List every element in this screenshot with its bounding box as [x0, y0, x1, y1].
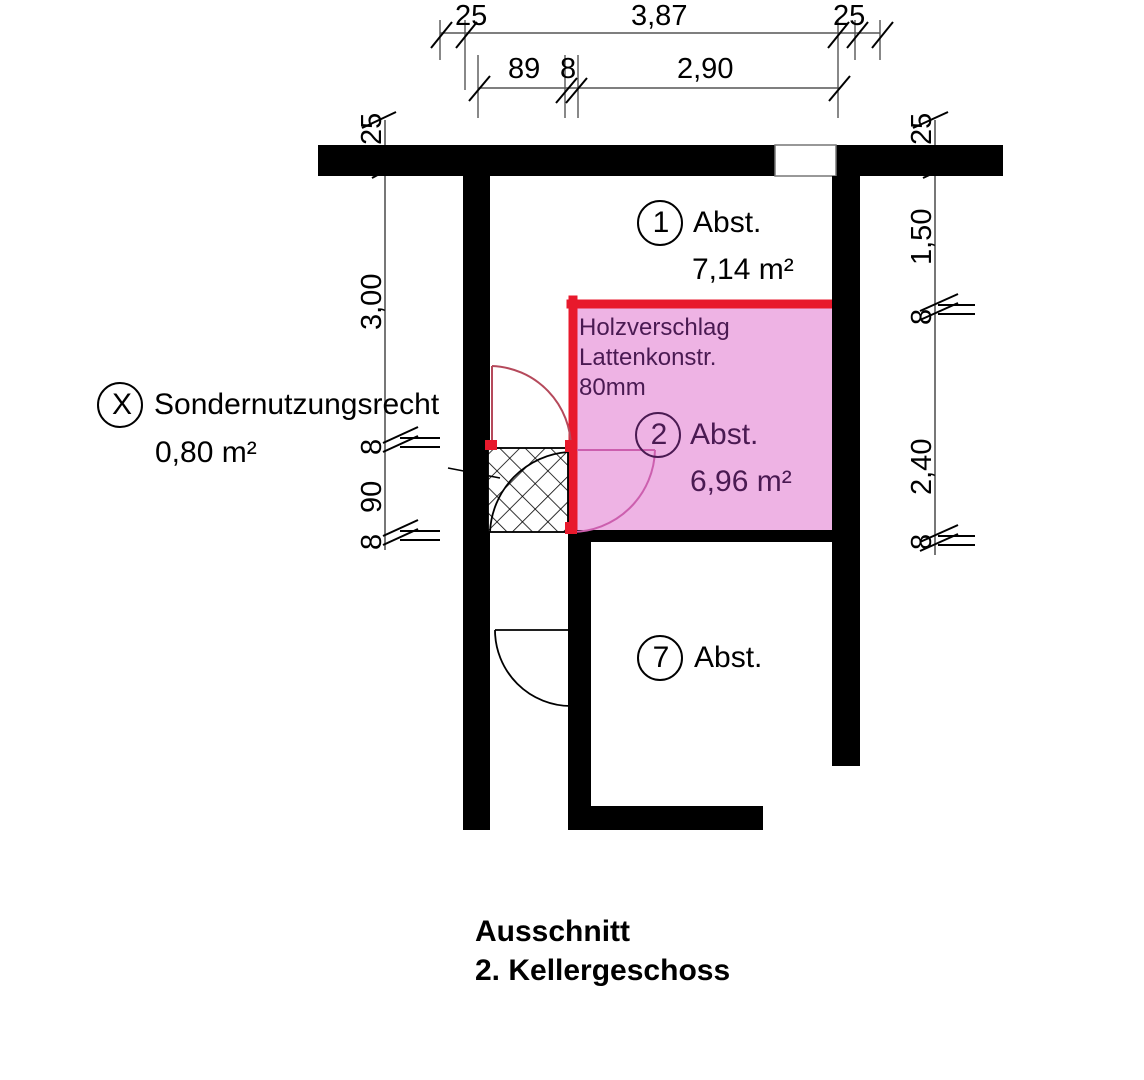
room-1-number: 1	[652, 206, 670, 239]
room-7-name: Abst.	[694, 641, 763, 674]
drawing-title-line2: 2. Kellergeschoss	[475, 954, 731, 987]
highlighted-storage-area	[571, 302, 838, 532]
dim-right-1: 1,50	[906, 208, 938, 265]
room-2-name: Abst.	[690, 418, 759, 451]
legend-marker-circle	[97, 382, 143, 428]
dimension-ticks-top	[430, 21, 894, 104]
door-swing-upper	[491, 365, 572, 449]
door-swing-room7	[494, 629, 572, 707]
legend-area: 0,80 m²	[155, 436, 257, 469]
room-number-circle-1	[637, 200, 683, 246]
wall-right-vertical	[832, 176, 860, 766]
door-jamb-room2-top	[565, 440, 577, 452]
wall-bottom	[568, 806, 763, 830]
dim-left-4: 8	[356, 533, 388, 550]
legend-marker-label: X	[111, 388, 132, 421]
legend-label: Sondernutzungsrecht	[154, 388, 440, 421]
dimension-extension-lines	[439, 20, 881, 118]
dim-left-3: 90	[356, 480, 388, 513]
room-number-circle-7	[637, 635, 683, 681]
wall-middle-vertical	[568, 542, 591, 808]
leader-line-hatched	[447, 467, 501, 479]
dim-right-3: 2,40	[906, 438, 938, 495]
room-7-number: 7	[652, 641, 670, 674]
wall-left-vertical	[463, 176, 490, 830]
wall-top-right	[836, 145, 1003, 176]
dim-left-2: 8	[356, 438, 388, 455]
annotation-timber-line3: 80mm	[579, 374, 646, 401]
highlight-red-border	[566, 295, 843, 539]
wall-middle-horizontal	[568, 530, 860, 542]
door-jamb-room2-bottom	[565, 522, 577, 534]
walls	[318, 144, 1003, 830]
room-2-number: 2	[650, 418, 668, 451]
window-opening	[774, 144, 837, 177]
room-number-circle-2	[635, 412, 681, 458]
door-jamb-upper	[485, 440, 497, 450]
dimension-lines	[384, 32, 936, 555]
dim-right-0: 25	[906, 112, 938, 145]
room-1-area: 7,14 m²	[692, 253, 794, 286]
dim-left-0: 25	[356, 112, 388, 145]
door-swing-hatched	[489, 451, 569, 533]
dim-top-outer-1: 3,87	[631, 0, 688, 32]
dim-top-inner-1: 8	[560, 53, 577, 85]
dim-top-inner-0: 89	[508, 53, 541, 85]
drawing-title-line1: Ausschnitt	[475, 915, 631, 948]
annotation-timber-line1: Holzverschlag	[579, 314, 730, 341]
room-2-area: 6,96 m²	[690, 465, 792, 498]
wall-stub-upper	[463, 448, 490, 454]
wall-stub-lower	[463, 526, 490, 534]
dim-top-outer-0: 25	[455, 0, 488, 32]
room-1-name: Abst.	[693, 206, 762, 239]
wall-top-left	[318, 145, 775, 176]
dim-right-4: 8	[906, 533, 938, 550]
hatched-special-use-area	[487, 447, 569, 533]
dim-top-inner-2: 2,90	[677, 53, 734, 85]
annotation-timber-line2: Lattenkonstr.	[579, 344, 717, 371]
dim-left-1: 3,00	[356, 273, 388, 330]
dim-top-outer-2: 25	[833, 0, 866, 32]
dim-right-2: 8	[906, 308, 938, 325]
